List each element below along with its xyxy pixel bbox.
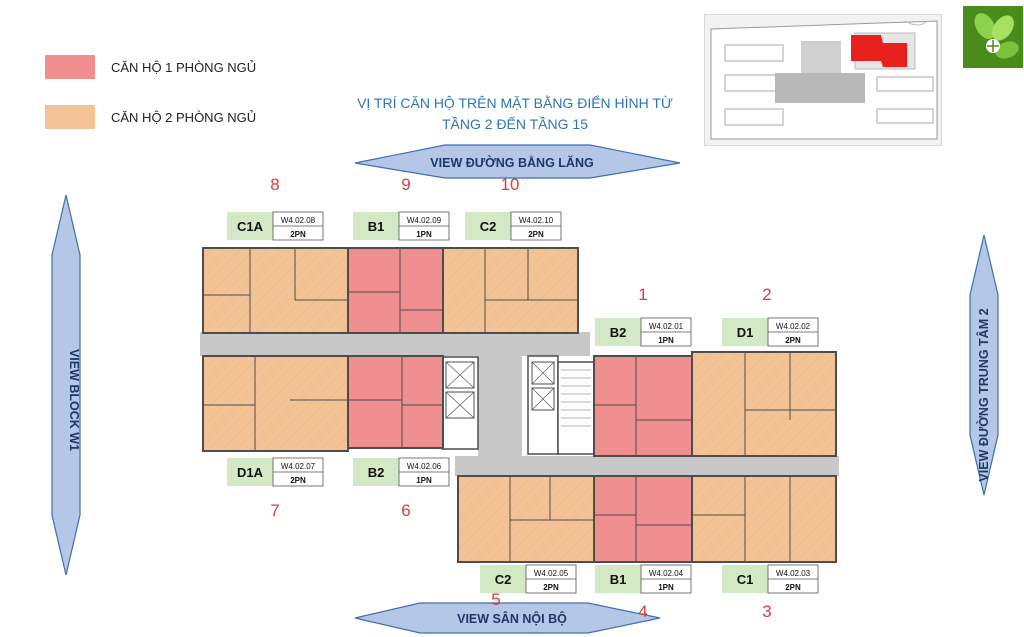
unit-3-c1 xyxy=(691,475,837,563)
brand-logo xyxy=(963,6,1023,68)
unit-9-beds: 1PN xyxy=(416,230,432,239)
unit-2-code: W4.02.02 xyxy=(776,322,811,331)
unit-10-type-badge xyxy=(465,212,511,240)
unit-5-c2 xyxy=(457,475,595,563)
legend-swatch-one-bed xyxy=(45,55,95,79)
unit-10-type: C2 xyxy=(480,219,497,234)
corridor-link xyxy=(478,340,522,475)
unit-10-code: W4.02.10 xyxy=(519,216,554,225)
site-key-plan xyxy=(704,14,942,146)
plan-title-line-1: VỊ TRÍ CĂN HỘ TRÊN MẶT BẰNG ĐIỂN HÌNH TỪ xyxy=(357,95,673,111)
unit-10-number: 10 xyxy=(501,175,520,194)
unit-1-label: 1B2 W4.02.01 1PN xyxy=(595,285,692,347)
unit-4-label: 4 B1 W4.02.04 1PN xyxy=(595,564,692,621)
unit-8-beds: 2PN xyxy=(290,230,306,239)
view-arrow-right xyxy=(969,234,999,496)
unit-4-code: W4.02.04 xyxy=(649,569,684,578)
unit-4-number: 4 xyxy=(638,602,647,621)
unit-7-label: 7 D1A W4.02.07 2PN xyxy=(227,457,324,520)
legend-label-one-bed: CĂN HỘ 1 PHÒNG NGỦ xyxy=(111,59,257,75)
unit-3-type-badge xyxy=(722,565,768,593)
unit-1-number: 1 xyxy=(638,285,647,304)
unit-7-number: 7 xyxy=(270,501,279,520)
legend-one-bed: CĂN HỘ 1 PHÒNG NGỦ xyxy=(45,55,256,79)
unit-3-type: C1 xyxy=(737,572,754,587)
view-arrow-top xyxy=(354,144,681,179)
unit-9-code: W4.02.09 xyxy=(407,216,442,225)
unit-6-label: 6 B2 W4.02.06 1PN xyxy=(353,457,450,520)
unit-3-number: 3 xyxy=(762,602,771,621)
unit-4-type-badge xyxy=(595,565,641,593)
legend-label-two-bed: CĂN HỘ 2 PHÒNG NGỦ xyxy=(111,109,257,125)
unit-7-beds: 2PN xyxy=(290,476,306,485)
unit-8-type-badge xyxy=(227,212,273,240)
elevator-core-east xyxy=(527,355,559,455)
plan-title: VỊ TRÍ CĂN HỘ TRÊN MẶT BẰNG ĐIỂN HÌNH TỪ… xyxy=(345,93,685,135)
unit-7-code: W4.02.07 xyxy=(281,462,316,471)
unit-3-label: 3 C1 W4.02.03 2PN xyxy=(722,564,819,621)
unit-3-code: W4.02.03 xyxy=(776,569,811,578)
unit-8-number: 8 xyxy=(270,175,279,194)
view-label-left: VIEW BLOCK W1 xyxy=(67,349,81,451)
unit-2-type-badge xyxy=(722,318,768,346)
unit-4-b1 xyxy=(593,475,693,563)
unit-5-label: 5 C2 W4.02.05 2PN xyxy=(480,564,577,609)
corridor-west xyxy=(200,332,590,356)
unit-5-code: W4.02.05 xyxy=(534,569,569,578)
view-arrow-bottom xyxy=(354,602,661,634)
legend-swatch-two-bed xyxy=(45,105,95,129)
unit-5-type: C2 xyxy=(495,572,512,587)
view-label-right: VIEW ĐƯỜNG TRUNG TÂM 2 xyxy=(976,308,991,481)
unit-6-code: W4.02.06 xyxy=(407,462,442,471)
unit-4-type: B1 xyxy=(610,572,627,587)
unit-9-b1 xyxy=(347,247,444,334)
unit-9-label: 9B1 W4.02.09 1PN xyxy=(353,175,450,241)
unit-6-type-badge xyxy=(353,458,399,486)
unit-8-c1a xyxy=(202,247,349,334)
unit-9-number: 9 xyxy=(401,175,410,194)
unit-9-type-badge xyxy=(353,212,399,240)
unit-1-beds: 1PN xyxy=(658,336,674,345)
unit-10-c2 xyxy=(442,247,579,334)
stair-core xyxy=(557,361,595,455)
site-key-plan-drawing xyxy=(710,20,938,140)
unit-7-type-badge xyxy=(227,458,273,486)
unit-4-beds: 1PN xyxy=(658,583,674,592)
unit-1-b2 xyxy=(593,355,693,457)
corridor-east xyxy=(455,456,839,476)
unit-2-label: 2D1 W4.02.02 2PN xyxy=(722,285,819,347)
unit-2-beds: 2PN xyxy=(785,336,801,345)
unit-5-beds: 2PN xyxy=(543,583,559,592)
unit-1-type: B2 xyxy=(610,325,627,340)
unit-10-beds: 2PN xyxy=(528,230,544,239)
view-arrow-left xyxy=(51,194,81,576)
unit-1-type-badge xyxy=(595,318,641,346)
unit-6-type: B2 xyxy=(368,465,385,480)
unit-9-type: B1 xyxy=(368,219,385,234)
unit-2-d1 xyxy=(691,351,837,457)
unit-7-type: D1A xyxy=(237,465,264,480)
unit-8-type: C1A xyxy=(237,219,264,234)
view-label-bottom: VIEW SÂN NỘI BỘ xyxy=(457,611,567,626)
unit-6-b2 xyxy=(347,355,444,449)
legend-two-bed: CĂN HỘ 2 PHÒNG NGỦ xyxy=(45,105,256,129)
unit-8-code: W4.02.08 xyxy=(281,216,316,225)
unit-5-type-badge xyxy=(480,565,526,593)
unit-2-type: D1 xyxy=(737,325,754,340)
unit-2-number: 2 xyxy=(762,285,771,304)
unit-6-beds: 1PN xyxy=(416,476,432,485)
elevator-core-west xyxy=(441,356,479,450)
leaf-logo-icon xyxy=(974,13,1019,59)
view-label-top: VIEW ĐƯỜNG BẰNG LĂNG xyxy=(430,155,593,170)
unit-7-d1a xyxy=(202,355,349,452)
unit-6-number: 6 xyxy=(401,501,410,520)
unit-3-beds: 2PN xyxy=(785,583,801,592)
unit-1-code: W4.02.01 xyxy=(649,322,684,331)
plan-title-line-2: TẦNG 2 ĐẾN TẦNG 15 xyxy=(441,116,588,132)
unit-5-number: 5 xyxy=(491,590,500,609)
